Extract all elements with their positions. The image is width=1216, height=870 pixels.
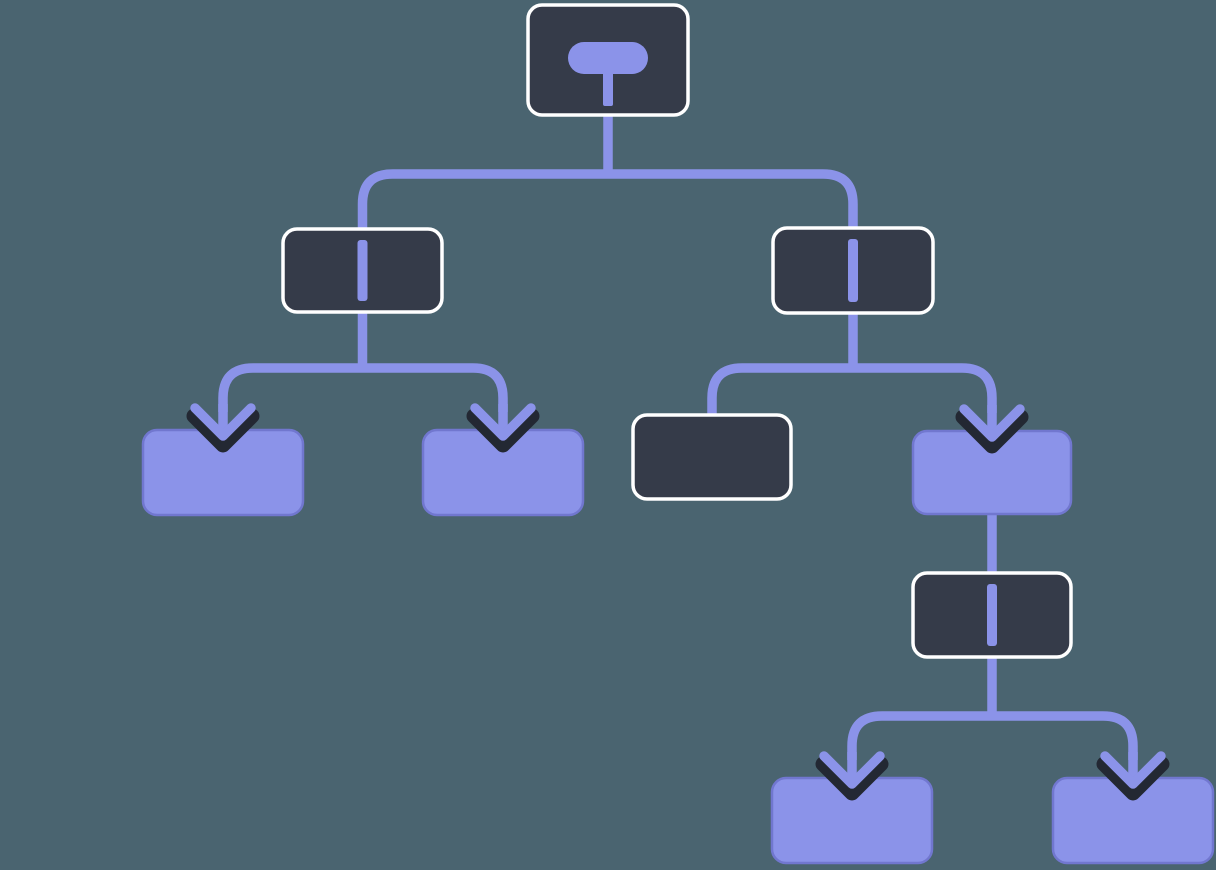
- arrow-chevron-purple: [959, 404, 1025, 442]
- arrow-chevron-purple: [819, 751, 885, 789]
- connector-edge: [357, 112, 858, 235]
- arrow-chevron-purple: [190, 403, 256, 441]
- arrow-down-icon: [466, 403, 540, 453]
- arrow-down-icon: [1096, 751, 1170, 801]
- node-l2-right[interactable]: [771, 226, 935, 315]
- node-l3-dark[interactable]: [631, 413, 793, 501]
- nodes-layer: [141, 3, 1215, 865]
- arrow-down-icon: [955, 404, 1029, 454]
- node-l4-dark[interactable]: [911, 571, 1073, 659]
- arrow-chevron-dark: [466, 408, 540, 453]
- arrow-down-icon: [815, 751, 889, 801]
- connector-edge: [707, 310, 997, 421]
- dark-node-box[interactable]: [631, 413, 793, 501]
- arrow-down-icon: [186, 403, 260, 453]
- arrow-chevron-purple: [1100, 751, 1166, 789]
- arrows-layer: [186, 403, 1170, 801]
- arrow-chevron-dark: [1096, 756, 1170, 801]
- node-l2-left[interactable]: [281, 227, 444, 314]
- connector-edge: [218, 309, 508, 412]
- arrow-chevron-dark: [815, 756, 889, 801]
- placeholder-line-icon: [987, 584, 997, 646]
- arrow-chevron-dark: [955, 409, 1029, 454]
- pill-stem: [603, 71, 613, 106]
- placeholder-line-icon: [848, 239, 858, 302]
- node-root[interactable]: [526, 3, 690, 117]
- pill-shape: [568, 42, 648, 74]
- connector-edge: [847, 654, 1138, 760]
- edges-layer: [218, 112, 1138, 760]
- placeholder-line-icon: [357, 240, 368, 301]
- arrow-chevron-purple: [470, 403, 536, 441]
- arrow-chevron-dark: [186, 408, 260, 453]
- root-tree-icon: [568, 42, 648, 106]
